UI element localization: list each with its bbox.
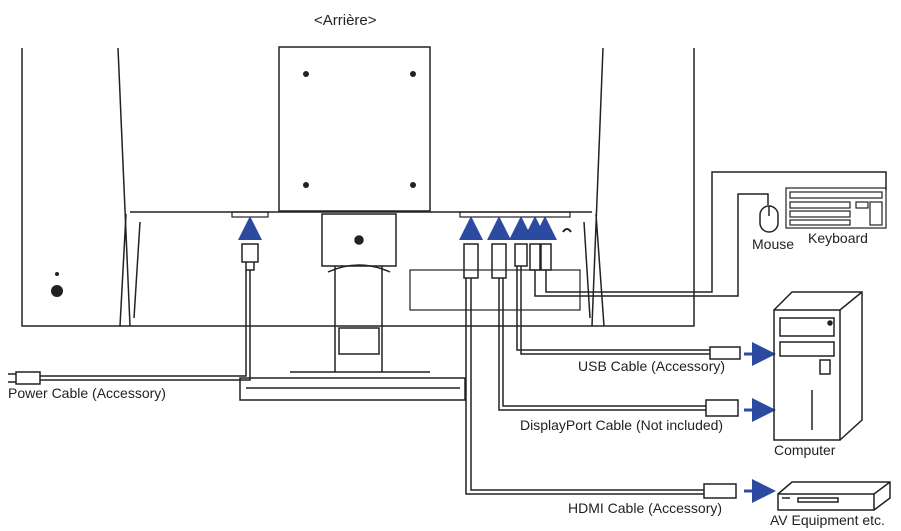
keyboard-icon xyxy=(785,187,887,229)
computer-label: Computer xyxy=(774,442,836,458)
hdmi-cable-label: HDMI Cable (Accessory) xyxy=(568,500,723,516)
usb-connector xyxy=(529,171,887,297)
mouse-icon xyxy=(759,205,779,233)
headphone-jack xyxy=(562,228,572,233)
view-title: <Arrière> xyxy=(314,12,377,29)
displayport-connector xyxy=(491,243,739,417)
power-cable-label: Power Cable (Accessory) xyxy=(8,385,166,401)
port-panel xyxy=(231,211,581,311)
power-button-icon xyxy=(51,272,63,297)
hdmi-connector xyxy=(463,243,737,499)
usb-cable-label: USB Cable (Accessory) xyxy=(578,358,726,374)
av-equipment-label: AV Equipment etc. xyxy=(770,512,885,528)
keyboard-label: Keyboard xyxy=(808,230,868,246)
av-equipment-icon xyxy=(777,481,891,511)
monitor-back xyxy=(21,47,695,327)
mouse-label: Mouse xyxy=(752,236,795,252)
computer-tower-icon xyxy=(773,291,863,441)
stand xyxy=(239,213,466,401)
displayport-cable-label: DisplayPort Cable (Not included) xyxy=(520,417,724,433)
arrow-icon xyxy=(238,216,776,503)
vesa-mount-plate xyxy=(278,46,431,212)
power-plug xyxy=(8,243,259,385)
usb-connector xyxy=(514,243,741,360)
